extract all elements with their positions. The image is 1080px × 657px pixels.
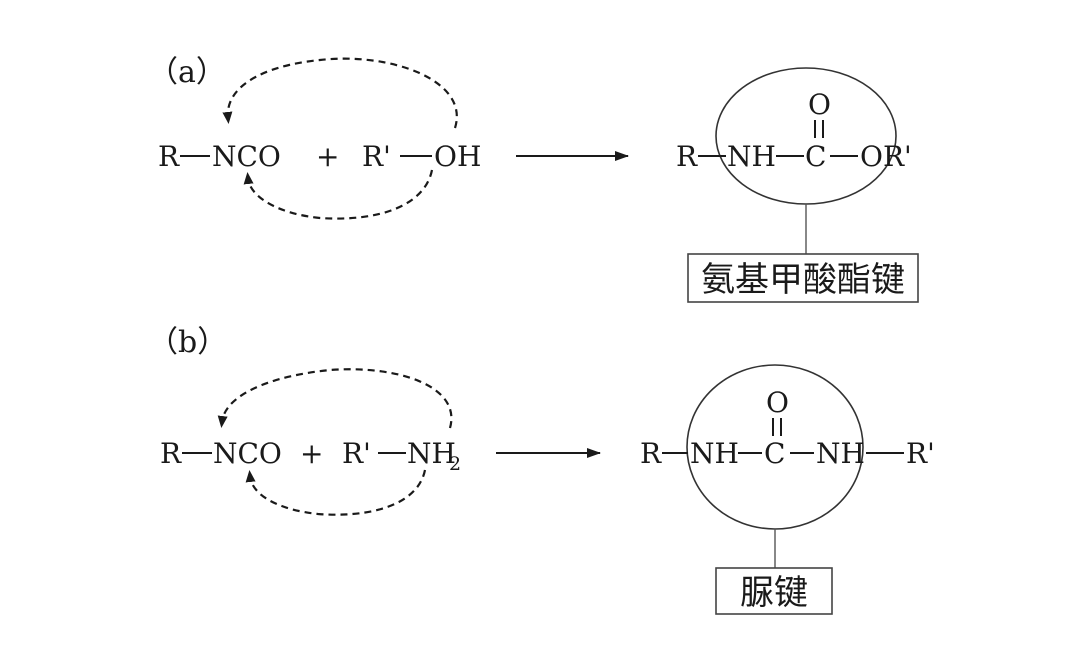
panel-b-plus: +: [300, 437, 323, 470]
panel-b-reactant1-group: NCO: [213, 437, 282, 470]
panel-b: （b） R NCO + R' NH 2 R NH C O NH R' 脲键: [148, 325, 935, 615]
panel-b-product-r: R: [640, 437, 662, 470]
panel-a-highlight-circle: [715, 67, 897, 205]
panel-a-dashed-arrow-bottom: [243, 169, 434, 220]
panel-b-reactant1-r: R: [160, 437, 182, 470]
panel-a-label: （a）: [148, 55, 226, 90]
panel-b-product-nh-right: NH: [816, 437, 865, 470]
panel-a-bond-label-box: [687, 253, 919, 303]
panel-b-dashed-arrow-bottom: [245, 469, 427, 516]
panel-a-reactant2-group: OH: [434, 140, 481, 173]
panel-b-reactant2-subscript: 2: [449, 453, 461, 475]
panel-a-product-c: C: [805, 140, 826, 173]
panel-b-product-o: O: [766, 386, 789, 419]
panel-a-product-or: OR': [860, 140, 912, 173]
panel-b-label: （b）: [148, 325, 227, 360]
panel-a: （a） R NCO + R' OH R NH C O OR' 氨基甲酸酯键: [148, 55, 919, 303]
panel-a-product-o: O: [808, 88, 831, 121]
panel-a-reactant1-group: NCO: [212, 140, 281, 173]
panel-a-reactant1-r: R: [158, 140, 180, 173]
panel-a-product-r: R: [676, 140, 698, 173]
panel-a-product-nh: NH: [727, 140, 776, 173]
panel-b-product-nh-left: NH: [690, 437, 739, 470]
panel-a-reactant2-r: R': [362, 140, 391, 173]
panel-b-product-r-prime: R': [906, 437, 935, 470]
panel-b-reactant2-group: NH: [407, 437, 456, 470]
panel-b-bond-label-box: [715, 567, 833, 615]
panel-b-reactant2-r: R': [342, 437, 371, 470]
panel-a-dashed-arrow-top: [222, 57, 458, 129]
panel-a-bond-label: 氨基甲酸酯键: [701, 260, 905, 300]
panel-b-bond-label: 脲键: [740, 573, 808, 613]
panel-a-plus: +: [316, 140, 339, 173]
panel-b-product-c: C: [764, 437, 785, 470]
panel-b-dashed-arrow-top: [217, 368, 453, 429]
